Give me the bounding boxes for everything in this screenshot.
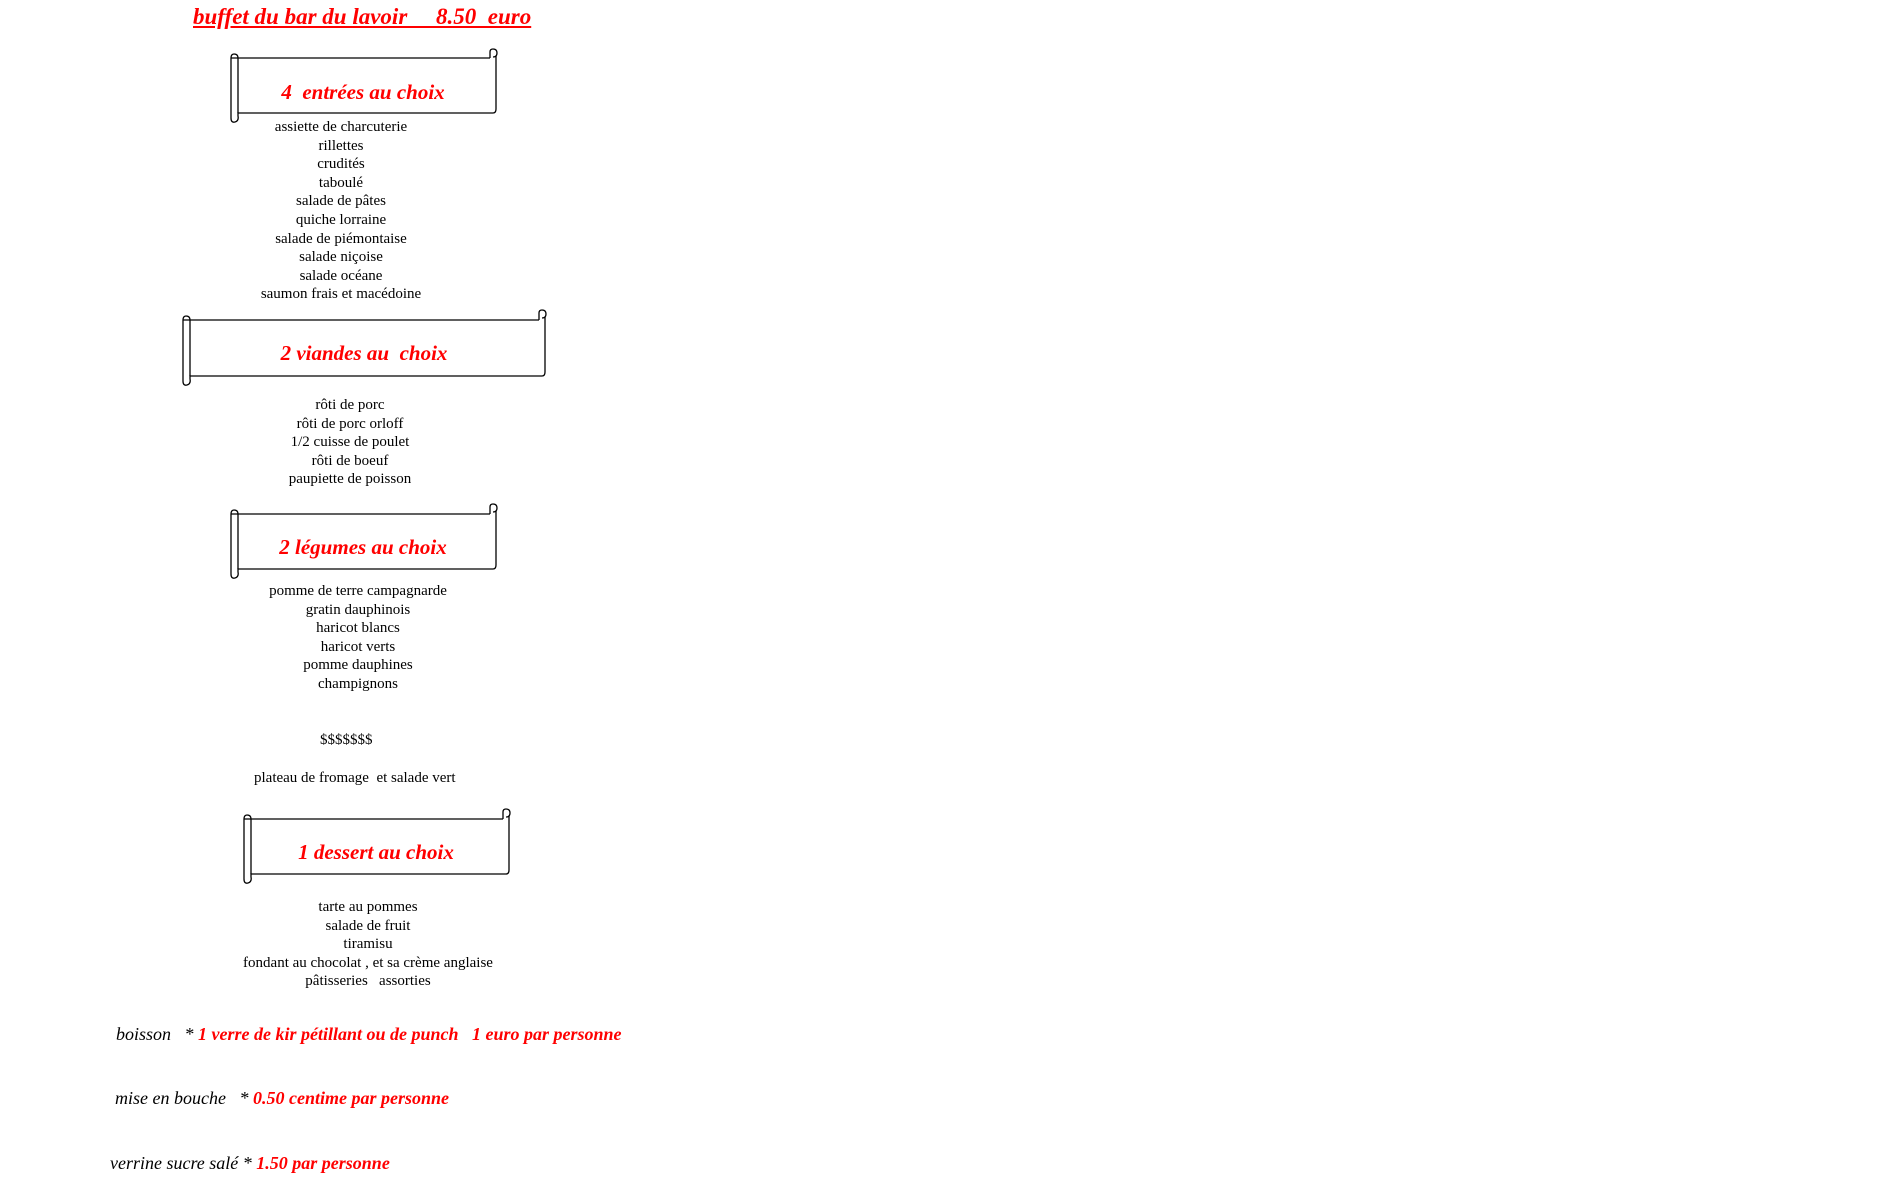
extra-value: 1 verre de kir pétillant ou de punch 1 e… [198, 1023, 622, 1044]
extra-label: verrine sucre salé * [110, 1152, 257, 1173]
entrees-list: assiette de charcuterie rillettes crudit… [230, 118, 452, 304]
list-item: haricot blancs [316, 620, 400, 637]
list-item: pâtisseries assorties [305, 973, 431, 990]
banner-title: 1 dessert au choix [298, 840, 454, 864]
page-title: buffet du bar du lavoir 8.50 euro [193, 4, 532, 29]
extra-value: 0.50 centime par personne [252, 1088, 449, 1108]
extra-line-mise-en-bouche: mise en bouche * 0.50 centime par person… [82, 1067, 622, 1132]
extra-line-boisson: boisson * 1 verre de kir pétillant ou de… [82, 1002, 622, 1067]
list-item: salade de fruit [325, 917, 411, 934]
list-item: assiette de charcuterie [274, 119, 408, 135]
legumes-list: pomme de terre campagnarde gratin dauphi… [250, 582, 466, 694]
viandes-list: rôti de porc rôti de porc orloff 1/2 cui… [250, 396, 450, 489]
list-item: taboulé [318, 174, 364, 191]
list-item: quiche lorraine [295, 211, 387, 228]
extra-line-verrine: verrine sucre salé * 1.50 par personne [82, 1131, 622, 1196]
list-item: salade de pâtes [296, 193, 386, 210]
list-item: crudités [317, 156, 365, 173]
banner-title: 4 entrées au choix [281, 80, 445, 104]
list-item: pomme dauphines [303, 657, 413, 674]
list-item: tarte au pommes [318, 899, 418, 915]
viandes-banner: 2 viandes au choix [180, 309, 548, 386]
list-item: champignons [318, 675, 398, 692]
banner-title: 2 viandes au choix [280, 341, 448, 365]
extra-label: boisson * [116, 1023, 199, 1044]
list-item: salade de piémontaise [275, 230, 407, 247]
dessert-banner: 1 dessert au choix [241, 808, 511, 884]
extra-label: mise en bouche * [115, 1088, 253, 1108]
menu-document: buffet du bar du lavoir 8.50 euro 4 entr… [110, 4, 622, 1173]
banner-title: 2 légumes au choix [279, 535, 447, 559]
list-item: gratin dauphinois [305, 601, 411, 618]
separator-text: $$$$$$$ [320, 732, 373, 748]
dessert-list: tarte au pommes salade de fruit tiramisu… [228, 898, 508, 991]
list-item: tiramisu [343, 936, 393, 953]
list-item: rillettes [318, 137, 364, 154]
list-item: fondant au chocolat , et sa crème anglai… [243, 954, 493, 971]
scroll-banner-shape [243, 808, 511, 884]
extra-value: 1.50 par personne [256, 1152, 390, 1173]
entrees-banner: 4 entrées au choix [228, 48, 498, 124]
extras-block: boisson * 1 verre de kir pétillant ou de… [82, 1002, 622, 1196]
list-item: saumon frais et macédoine [260, 286, 422, 303]
scroll-banner-shape [182, 309, 547, 386]
list-item: salade océane [299, 267, 383, 284]
cheese-line: plateau de fromage et salade vert [254, 770, 456, 786]
list-item: 1/2 cuisse de poulet [290, 434, 410, 451]
list-item: rôti de porc [315, 397, 385, 413]
list-item: haricot verts [320, 638, 396, 655]
list-item: rôti de porc orloff [296, 415, 404, 432]
list-item: salade niçoise [299, 249, 383, 266]
list-item: rôti de boeuf [311, 452, 389, 469]
legumes-banner: 2 légumes au choix [228, 503, 498, 579]
list-item: pomme de terre campagnarde [269, 583, 447, 599]
scroll-banner-shape [230, 503, 498, 579]
list-item: paupiette de poisson [288, 471, 412, 488]
scroll-banner-shape [230, 48, 498, 123]
